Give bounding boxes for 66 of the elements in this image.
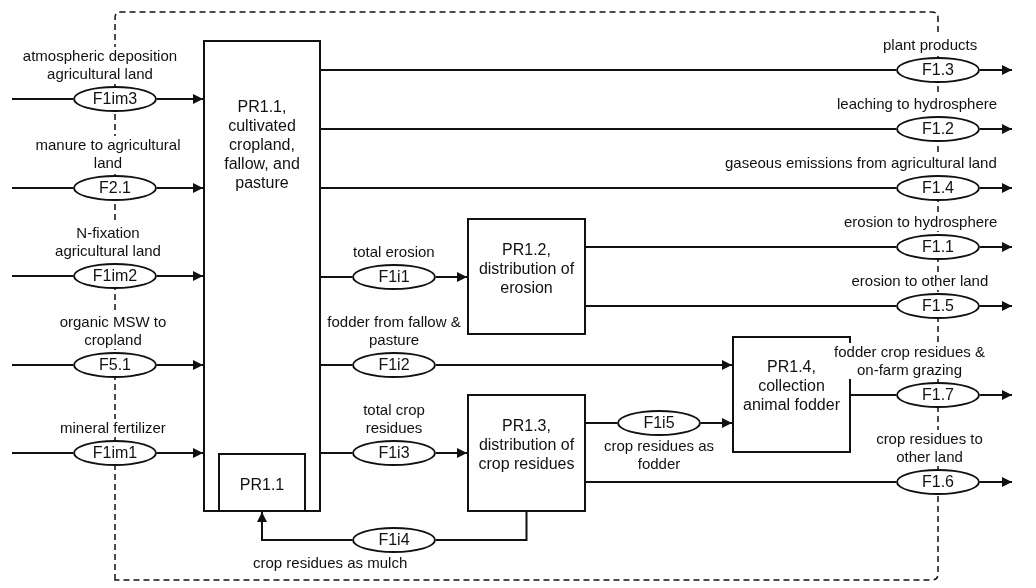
flow-line xyxy=(320,69,897,71)
flow-line xyxy=(320,452,353,454)
flow-line xyxy=(320,276,353,278)
flow-code: F1im1 xyxy=(92,444,138,462)
flow-arrow xyxy=(979,183,1013,193)
process-label: PR1.1 xyxy=(238,475,286,494)
flow-line xyxy=(585,305,897,307)
flow-line xyxy=(585,481,897,483)
process-box xyxy=(203,40,321,512)
flow-code: F1.1 xyxy=(922,238,954,256)
flow-code: F1im3 xyxy=(92,90,138,108)
flow-line xyxy=(11,364,74,366)
flow-code: F1i1 xyxy=(378,268,410,286)
process-label: PR1.1, cultivated cropland, fallow, and pasture xyxy=(223,97,301,192)
flow-code: F1.3 xyxy=(922,61,954,79)
flow-code: F1i2 xyxy=(378,356,410,374)
flow-arrow xyxy=(156,271,204,281)
process-label: PR1.2, distribution of erosion xyxy=(477,240,576,297)
flow-line xyxy=(11,452,74,454)
flow-line xyxy=(320,187,897,189)
process-label: PR1.3, distribution of crop residues xyxy=(477,416,576,473)
flow-code: F1im2 xyxy=(92,267,138,285)
flow-arrow xyxy=(700,418,733,428)
process-box xyxy=(218,453,306,512)
flow-label: erosion to hydrosphere xyxy=(843,213,999,231)
flow-code: F1.7 xyxy=(922,386,954,404)
flow-line xyxy=(435,511,528,541)
flow-arrow xyxy=(979,477,1013,487)
flow-arrow xyxy=(435,448,468,458)
flow-arrow xyxy=(435,272,468,282)
flow-line xyxy=(320,364,353,366)
flow-label: plant products xyxy=(882,36,979,54)
flow-code: F1i3 xyxy=(378,444,410,462)
flow-label: erosion to other land xyxy=(850,272,990,290)
flow-arrow xyxy=(257,511,353,541)
flow-line xyxy=(585,422,618,424)
flow-code: F1.6 xyxy=(922,473,954,491)
flow-arrow xyxy=(979,390,1013,400)
flow-arrow xyxy=(156,94,204,104)
flow-arrow xyxy=(156,360,204,370)
flow-arrow xyxy=(979,65,1013,75)
flow-code: F2.1 xyxy=(99,179,131,197)
flow-arrow xyxy=(979,301,1013,311)
flow-line xyxy=(585,246,897,248)
flow-code: F1i5 xyxy=(643,414,675,432)
flow-line xyxy=(11,275,74,277)
flow-arrow xyxy=(979,242,1013,252)
flow-code: F1i4 xyxy=(378,531,410,549)
flow-arrow xyxy=(435,360,733,370)
flow-line xyxy=(11,187,74,189)
flow-line xyxy=(320,128,897,130)
flow-line xyxy=(11,98,74,100)
flow-arrow xyxy=(979,124,1013,134)
flow-line xyxy=(850,394,897,396)
flow-code: F1.5 xyxy=(922,297,954,315)
flow-label: leaching to hydrosphere xyxy=(836,95,999,113)
flow-arrow xyxy=(156,183,204,193)
flow-label: crop residues as mulch xyxy=(252,554,409,572)
flow-arrow xyxy=(156,448,204,458)
flow-code: F1.2 xyxy=(922,120,954,138)
process-box xyxy=(467,394,586,512)
process-box xyxy=(467,218,586,335)
flow-label: gaseous emissions from agricultural land xyxy=(724,154,998,172)
flow-label: mineral fertilizer xyxy=(59,419,167,437)
flow-code: F5.1 xyxy=(99,356,131,374)
flow-code: F1.4 xyxy=(922,179,954,197)
